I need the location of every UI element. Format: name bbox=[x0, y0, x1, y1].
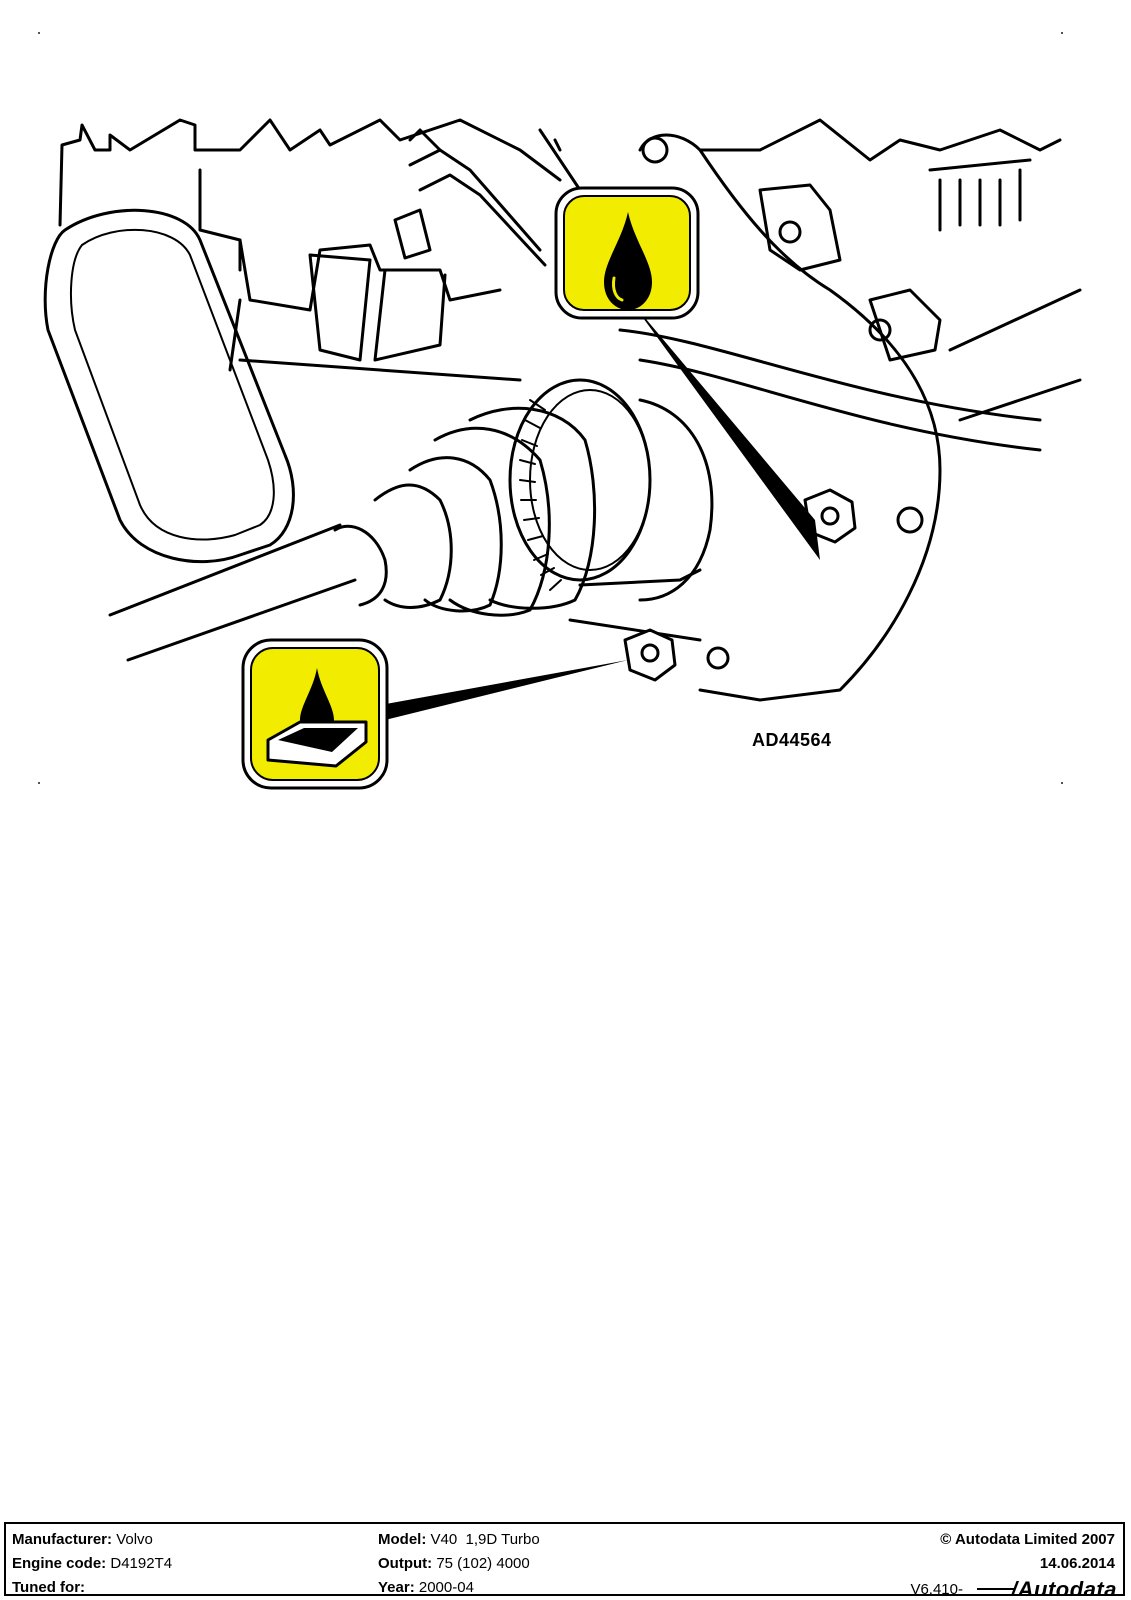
reluctor-ring-inner bbox=[529, 389, 651, 571]
cv-boot-ring bbox=[408, 456, 503, 613]
mounting-boss bbox=[868, 288, 942, 362]
figure-id-label: AD44564 bbox=[752, 730, 832, 750]
gearbox-housing bbox=[698, 148, 942, 702]
housing-lower bbox=[568, 568, 702, 642]
reluctor-teeth bbox=[519, 399, 562, 591]
drain-plug-center bbox=[640, 643, 660, 663]
tuned-for-label: Tuned for: bbox=[12, 1579, 86, 1596]
corner-mark bbox=[38, 782, 40, 784]
mounting-flange bbox=[758, 183, 842, 272]
frame-rail bbox=[948, 288, 1082, 422]
year-label: Year: bbox=[378, 1579, 415, 1596]
corner-mark bbox=[1061, 32, 1063, 34]
manufacturer-label: Manufacturer: bbox=[12, 1531, 113, 1548]
oil-drop-icon bbox=[554, 186, 700, 320]
gearbox-fins bbox=[928, 158, 1032, 232]
cover-outline bbox=[43, 208, 295, 564]
tuned-for-row: Tuned for: bbox=[12, 1576, 172, 1596]
engine-block-ribs bbox=[198, 168, 502, 312]
corner-mark bbox=[38, 32, 40, 34]
filler-plug-center bbox=[820, 506, 840, 526]
version-reference: V6.410- bbox=[910, 1581, 963, 1596]
drain-leader-line bbox=[380, 660, 628, 720]
housing-stud bbox=[706, 646, 730, 670]
casting-lower-edge bbox=[228, 298, 522, 382]
model-label: Model: bbox=[378, 1531, 427, 1548]
footer-vehicle-info: Manufacturer: Volvo Engine code: D4192T4… bbox=[12, 1528, 172, 1596]
cv-boot-ring bbox=[373, 483, 453, 609]
document-footer: Manufacturer: Volvo Engine code: D4192T4… bbox=[4, 1522, 1125, 1596]
output-label: Output: bbox=[378, 1555, 433, 1572]
output-flange bbox=[638, 398, 714, 602]
manufacturer-row: Manufacturer: Volvo bbox=[12, 1528, 172, 1552]
top-bolt bbox=[641, 136, 669, 164]
cable-clip bbox=[393, 128, 442, 260]
footer-model-info: Model: V40 1,9D Turbo Output: 75 (102) 4… bbox=[378, 1528, 540, 1596]
filler-leader-line bbox=[630, 300, 820, 560]
year-row: Year: 2000-04 bbox=[378, 1576, 540, 1596]
cable bbox=[408, 148, 547, 267]
housing-bolt bbox=[896, 506, 924, 534]
transmission-illustration bbox=[43, 118, 1082, 790]
cv-boot-ring bbox=[433, 426, 551, 617]
engine-code-label: Engine code: bbox=[12, 1555, 107, 1572]
model-row: Model: V40 1,9D Turbo bbox=[378, 1528, 540, 1552]
subframe-bar bbox=[618, 328, 1042, 452]
autodata-logo: /Autodata bbox=[1011, 1577, 1117, 1596]
engine-block-outline bbox=[58, 118, 562, 227]
manufacturer-value: Volvo bbox=[116, 1531, 153, 1548]
boss-bolt bbox=[868, 318, 892, 342]
corner-mark bbox=[1061, 782, 1063, 784]
model-value: V40 1,9D Turbo bbox=[430, 1531, 540, 1548]
footer-publisher-info: © Autodata Limited 2007 14.06.2014 bbox=[940, 1528, 1115, 1576]
shaft-collar bbox=[333, 524, 388, 607]
engine-code-row: Engine code: D4192T4 bbox=[12, 1552, 172, 1576]
casting-ribs bbox=[238, 238, 447, 362]
logo-underline bbox=[977, 1588, 1015, 1590]
oil-drain-icon bbox=[241, 638, 389, 790]
cable-rod bbox=[538, 128, 582, 192]
drain-plug bbox=[623, 628, 677, 682]
output-value: 75 (102) 4000 bbox=[436, 1555, 530, 1572]
copyright-text: © Autodata Limited 2007 bbox=[940, 1531, 1115, 1548]
print-date: 14.06.2014 bbox=[1039, 1555, 1115, 1572]
cover-inner bbox=[69, 228, 275, 541]
engine-code-value: D4192T4 bbox=[110, 1555, 173, 1572]
output-row: Output: 75 (102) 4000 bbox=[378, 1552, 540, 1576]
flange-bolt bbox=[778, 220, 802, 244]
drive-shaft bbox=[108, 523, 357, 662]
year-value: 2000-04 bbox=[418, 1579, 474, 1596]
